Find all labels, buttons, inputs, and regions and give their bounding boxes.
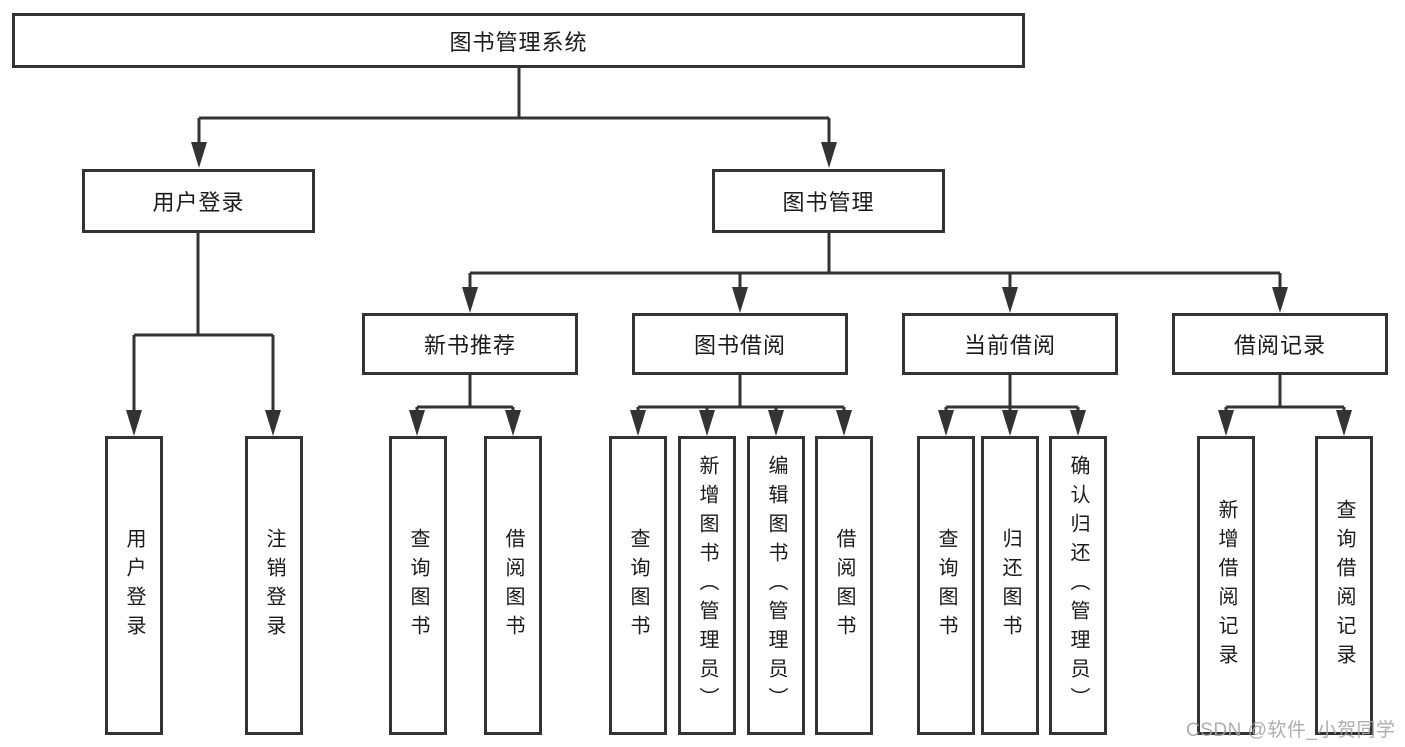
leaf-query-book-borrow: 查询图书	[609, 436, 667, 735]
connector-shafts	[132, 68, 1346, 414]
leaf-query-book-recommend: 查询图书	[389, 436, 447, 735]
leaf-add-borrow-record: 新增借阅记录	[1197, 436, 1255, 735]
node-book-borrow: 图书借阅	[632, 313, 848, 375]
node-current-borrow: 当前借阅	[902, 313, 1118, 375]
leaf-logout: 注销登录	[245, 436, 303, 735]
node-new-book-recommend: 新书推荐	[362, 313, 578, 375]
leaf-add-book-admin: 新增图书（管理员）	[678, 436, 736, 735]
leaf-query-book-current: 查询图书	[917, 436, 975, 735]
leaf-edit-book-admin: 编辑图书（管理员）	[747, 436, 805, 735]
leaf-borrow-book: 借阅图书	[815, 436, 873, 735]
leaf-query-borrow-record: 查询借阅记录	[1315, 436, 1373, 735]
node-borrow-records: 借阅记录	[1172, 313, 1388, 375]
leaf-return-book: 归还图书	[981, 436, 1039, 735]
leaf-user-login: 用户登录	[105, 436, 163, 735]
arrowheads	[126, 142, 1352, 436]
leaf-borrow-book-recommend: 借阅图书	[484, 436, 542, 735]
node-book-management: 图书管理	[712, 169, 945, 233]
leaf-confirm-return-admin: 确认归还（管理员）	[1049, 436, 1107, 735]
csdn-watermark: CSDN @软件_小贺同学	[1186, 720, 1396, 741]
node-root: 图书管理系统	[12, 13, 1025, 68]
node-user-login: 用户登录	[82, 169, 315, 233]
